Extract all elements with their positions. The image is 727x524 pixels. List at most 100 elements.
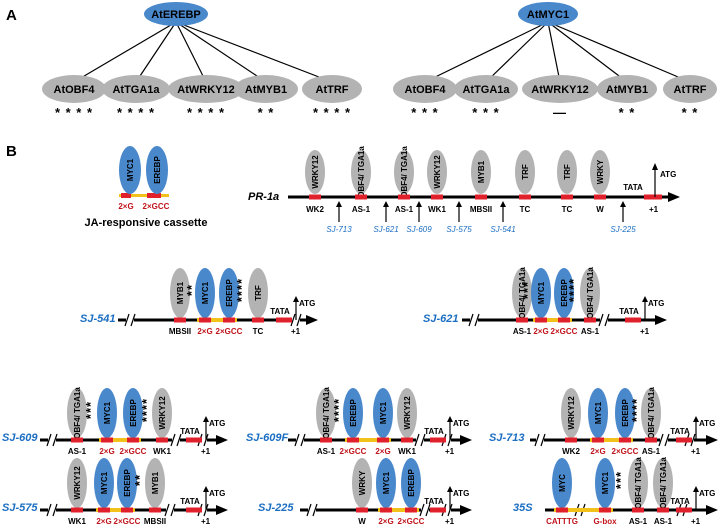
construct-sj-541: SJ-541TATAATG+1MYB1MBSIIMYC12×GEREBP2×GC… — [80, 268, 318, 336]
node-left-1 — [42, 75, 106, 103]
binding-site — [101, 437, 113, 443]
break-gap — [470, 314, 478, 326]
break-mark — [425, 503, 431, 517]
node-left-2 — [102, 75, 170, 103]
panel-b-letter: B — [6, 143, 17, 160]
factor-oval — [615, 388, 635, 438]
break-mark — [170, 433, 176, 447]
pr1a-del-3: SJ-609 — [406, 225, 432, 234]
break-mark — [468, 313, 474, 327]
factor-oval — [641, 388, 661, 438]
factor-oval — [219, 268, 239, 318]
stars-left-2: * * * * — [117, 105, 155, 120]
break-mark — [46, 503, 52, 517]
tss-arrow — [642, 296, 648, 302]
site-label: G-box — [593, 517, 617, 524]
binding-site — [223, 317, 235, 323]
factor-oval — [152, 388, 172, 438]
pr1a-oval-4 — [427, 150, 447, 194]
pr1a-oval-8 — [590, 150, 610, 194]
site-label: 2×G — [590, 447, 605, 456]
factor-oval-label: OBF4/ TGA1a — [659, 457, 668, 509]
factor-oval — [376, 458, 396, 508]
binding-site — [632, 507, 644, 513]
node-right-4-label: AtMYB1 — [606, 84, 648, 96]
factor-oval-label: TRF — [254, 285, 263, 301]
factor-oval-label: MYB1 — [151, 471, 160, 494]
pr1a-site-4 — [431, 194, 443, 200]
atg-label: ATG — [209, 489, 225, 498]
pr1a-deletion-arrows — [336, 201, 626, 222]
site-label: AS-1 — [642, 447, 661, 456]
tata-label: TATA — [670, 427, 690, 436]
pr1a-tss-arrow — [652, 163, 658, 170]
binding-site — [405, 507, 417, 513]
factor-oval — [373, 388, 393, 438]
tss-arrow — [693, 486, 699, 492]
panel-a-left-stars: * * * * * * * * * * * * * * * * * * — [55, 105, 350, 120]
plus1-label: +1 — [640, 327, 650, 336]
break-mark — [124, 313, 130, 327]
interaction-stars: *** — [83, 401, 98, 419]
break-gap — [443, 504, 451, 516]
node-right-3 — [522, 75, 598, 103]
site-label: W — [358, 517, 366, 524]
site-label: MBSII — [144, 517, 166, 524]
binding-site — [121, 507, 133, 513]
interaction-stars: **** — [234, 278, 249, 302]
factor-oval — [67, 458, 87, 508]
site-label: AS-1 — [513, 327, 532, 336]
panel-a-right-stars: * * * * * * — * * * * — [411, 105, 697, 120]
pr1a-oval-6 — [515, 150, 535, 194]
node-left-3-label: AtWRKY12 — [177, 84, 234, 96]
factor-oval-label: MYC1 — [594, 401, 603, 424]
node-right-4 — [597, 75, 657, 103]
pr1a-del-4: SJ-575 — [446, 225, 472, 234]
construct-label: SJ-713 — [489, 432, 524, 444]
binding-site — [174, 317, 186, 323]
tata-label: TATA — [619, 307, 639, 316]
tata-label: TATA — [270, 307, 290, 316]
pr1a-oval-6-label: TRF — [521, 164, 530, 180]
interaction-stars: **** — [629, 398, 644, 422]
panel-a-letter: A — [6, 7, 17, 24]
site-label: 2×GCC — [612, 447, 639, 456]
node-left-4-label: AtMYB1 — [245, 84, 287, 96]
site-label: AS-1 — [629, 517, 648, 524]
node-right-1 — [393, 75, 457, 103]
plus1-label: +1 — [201, 447, 211, 456]
node-right-3-label: AtWRKY12 — [531, 84, 588, 96]
panel-a-left-connectors — [73, 21, 333, 83]
cassette-spacer — [378, 508, 419, 512]
site-label: 2×GCC — [398, 517, 425, 524]
factor-oval-label: EREBP — [621, 399, 630, 427]
tata-box — [676, 507, 692, 513]
interaction-stars: ** — [184, 284, 199, 296]
node-right-5 — [663, 75, 717, 103]
break-gap — [416, 434, 424, 446]
pr1a-del-5: SJ-541 — [490, 225, 515, 234]
factor-oval — [117, 458, 137, 508]
pr1a-oval-7 — [557, 150, 577, 194]
binding-site — [657, 507, 669, 513]
site-label: 2×G — [99, 447, 114, 456]
break-mark — [306, 503, 312, 517]
factor-oval — [97, 388, 117, 438]
cassette-spacer — [554, 508, 613, 512]
binding-site — [619, 437, 631, 443]
node-left-5 — [302, 75, 362, 103]
site-label: TC — [253, 327, 264, 336]
cassette-spacer — [590, 438, 633, 442]
break-mark — [130, 313, 136, 327]
plus1-label: +1 — [691, 517, 701, 524]
pr1a-site-1 — [309, 194, 321, 200]
construct-label: SJ-609 — [2, 432, 38, 444]
site-label: 2×G — [197, 327, 212, 336]
site-label: WK1 — [68, 517, 86, 524]
break-gap — [536, 434, 544, 446]
cassette-site-gcc-label: 2×GCC — [143, 202, 170, 211]
tss-arrow — [693, 416, 699, 422]
break-gap — [600, 314, 608, 326]
break-gap — [421, 504, 429, 516]
